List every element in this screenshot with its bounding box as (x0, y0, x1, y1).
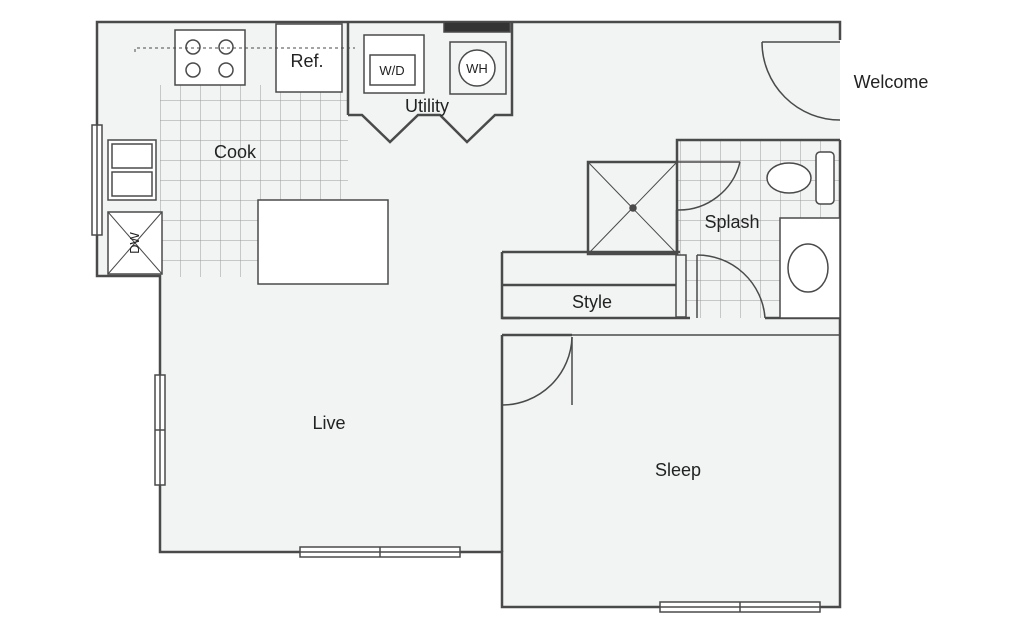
water-heater-box (449, 41, 507, 95)
room-label-live: Live (312, 413, 345, 433)
refrigerator (275, 23, 343, 93)
room-label-sleep: Sleep (655, 460, 701, 480)
room-labels: Welcome Utility Cook Splash Style Live S… (127, 51, 928, 480)
fixture-label-dishwasher: DW (127, 231, 142, 253)
bedroom-door (501, 336, 573, 406)
water-heater (458, 49, 496, 87)
kitchen-fixtures (107, 23, 389, 285)
walls (95, 20, 842, 609)
fixture-label-water-heater: WH (466, 61, 488, 76)
room-label-splash: Splash (704, 212, 759, 232)
washer-dryer (363, 34, 425, 94)
room-label-welcome: Welcome (854, 72, 929, 92)
room-label-style: Style (572, 292, 612, 312)
bathroom-sink (787, 243, 829, 293)
utility-vent (443, 21, 511, 33)
stove (174, 29, 246, 86)
bathroom-fixtures (587, 151, 841, 319)
room-label-utility: Utility (405, 96, 449, 116)
room-label-cook: Cook (214, 142, 257, 162)
toilet-tank (815, 151, 835, 205)
toilet-bowl (766, 162, 812, 194)
floor-areas (97, 22, 840, 607)
bathroom-door (676, 161, 766, 319)
kitchen-island (257, 199, 389, 285)
entry-door (761, 41, 841, 121)
fixture-label-washer-dryer: W/D (379, 63, 404, 78)
windows (91, 21, 821, 613)
fixture-label-refrigerator: Ref. (290, 51, 323, 71)
utility-fixtures (363, 34, 507, 95)
